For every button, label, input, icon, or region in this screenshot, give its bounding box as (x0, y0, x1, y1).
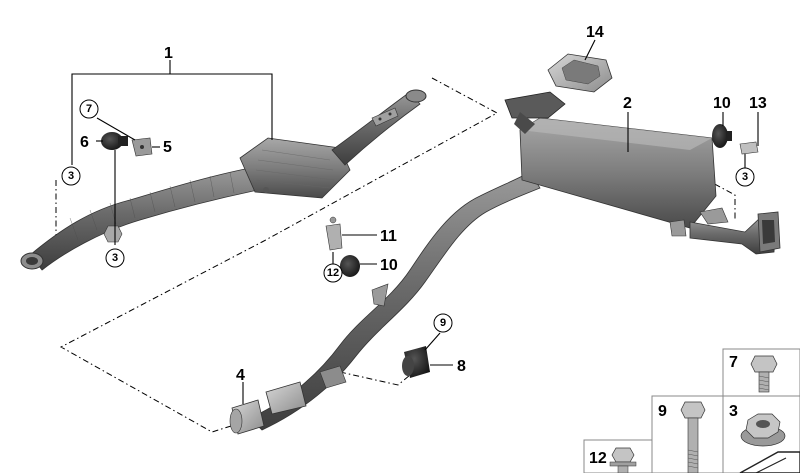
callout-9: 9 (433, 313, 453, 333)
callout-8: 8 (457, 358, 466, 375)
part-8-rubber-mount (402, 346, 430, 378)
svg-text:3: 3 (112, 252, 118, 264)
leader-lines (71, 39, 759, 404)
callout-3-left: 3 (61, 166, 81, 186)
legend-label-7: 7 (729, 354, 738, 371)
flange-nut-icon (740, 413, 786, 447)
part-10-rubber-mount-mid (340, 255, 360, 277)
callout-12: 12 (323, 263, 343, 283)
part-3-nut-front (103, 225, 123, 243)
assembly-boundary-mount (339, 371, 411, 386)
front-pipe-catalytic-converter (20, 89, 427, 271)
fastener-legend: 7 3 9 12 (583, 348, 800, 473)
callout-3-front: 3 (105, 248, 125, 268)
callout-5: 5 (163, 139, 172, 156)
callout-11: 11 (380, 228, 397, 245)
bolt-flange-icon (609, 447, 637, 473)
callouts: 1 2 4 5 6 8 10 10 11 13 14 3 3 3 7 9 (61, 24, 767, 384)
legend-label-3: 3 (729, 403, 738, 420)
callout-1: 1 (164, 45, 173, 62)
legend-label-9: 9 (658, 403, 667, 420)
part-13-bracket (739, 141, 759, 155)
part-11-hanger-bracket (325, 216, 343, 251)
part-10-rubber-mount-rear (712, 124, 732, 148)
svg-text:12: 12 (327, 267, 339, 279)
bolt-short-icon (750, 355, 778, 393)
svg-text:3: 3 (68, 170, 74, 182)
legend-label-12: 12 (589, 450, 607, 467)
callout-13: 13 (749, 95, 767, 112)
callout-4: 4 (236, 367, 245, 384)
callout-6: 6 (80, 134, 89, 151)
assembly-boundary-front (59, 77, 499, 433)
callout-2: 2 (623, 95, 632, 112)
callout-14: 14 (586, 24, 604, 41)
svg-text:7: 7 (86, 103, 92, 115)
svg-text:3: 3 (742, 171, 748, 183)
part-4-clamp-sleeve (229, 399, 265, 435)
part-6-rubber-mount (101, 132, 128, 150)
callout-10-rear: 10 (713, 95, 731, 112)
svg-text:9: 9 (440, 317, 446, 329)
callout-10-mid: 10 (380, 257, 398, 274)
part-14-shield-plate (547, 53, 613, 93)
callout-3-rear: 3 (735, 167, 755, 187)
bolt-long-icon (680, 401, 706, 473)
rear-silencer (249, 91, 781, 431)
arrow-symbol-icon (739, 451, 800, 473)
callout-7: 7 (79, 99, 99, 119)
part-5-bracket (131, 137, 153, 157)
